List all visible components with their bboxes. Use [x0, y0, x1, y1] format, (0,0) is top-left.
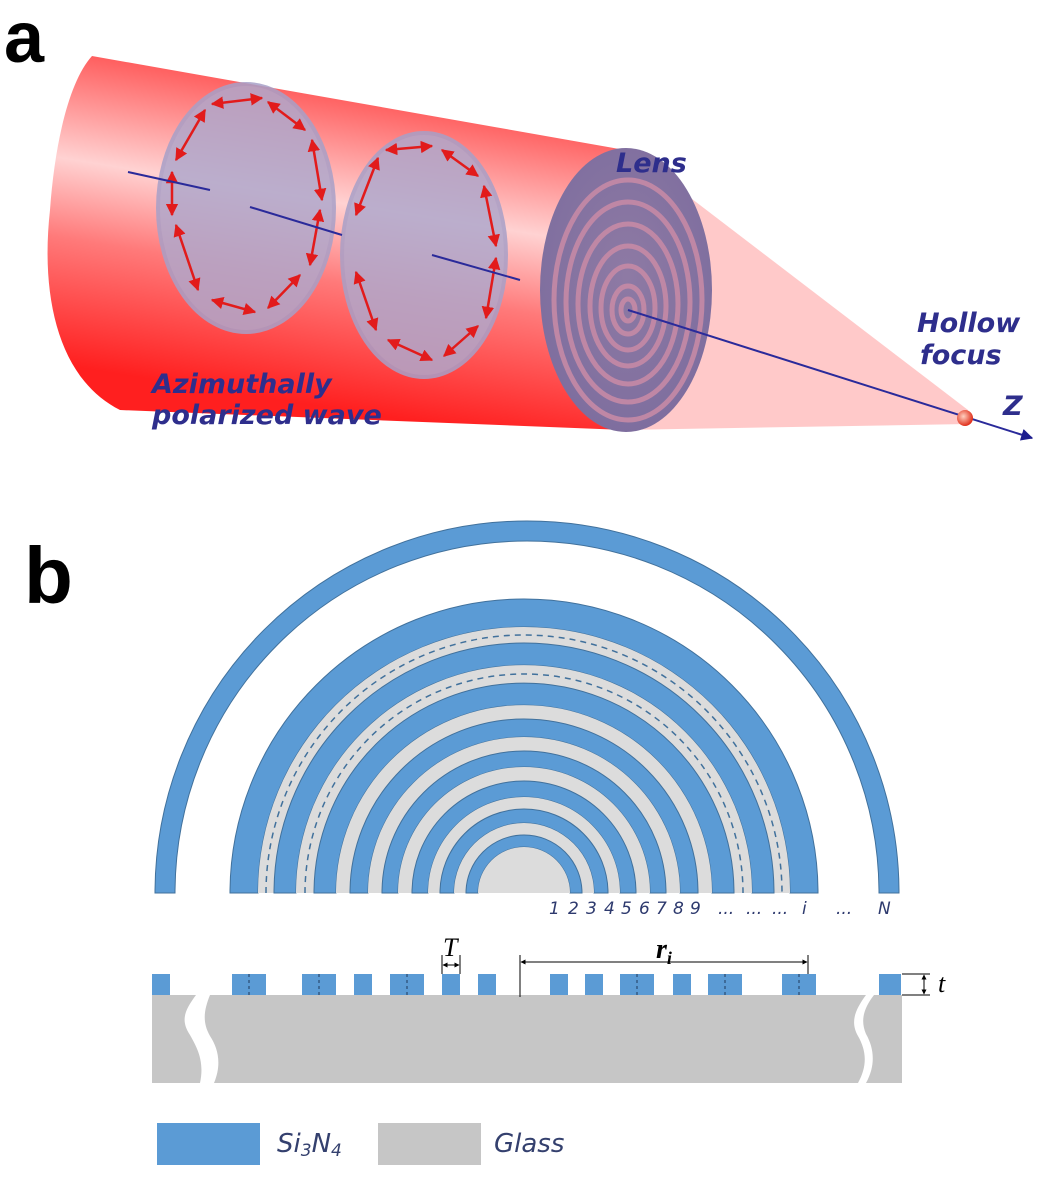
panel-a: a	[4, 0, 1034, 441]
zone-plate-rings	[154, 520, 900, 894]
ring-number: 2	[568, 899, 579, 919]
thickness-dimension	[902, 973, 930, 996]
glass-substrate-main	[204, 995, 866, 1083]
hollow-focus-point	[957, 410, 973, 426]
ring-number: 3	[586, 899, 597, 919]
ring-number: 1	[549, 899, 560, 919]
ring-number-ellipsis: ...	[718, 899, 734, 919]
hollow-focus-label-line1: Hollow	[917, 308, 1021, 339]
si3n4-ridges	[152, 974, 901, 995]
zone-center	[478, 847, 570, 893]
radius-dimension	[519, 955, 809, 997]
glass-substrate-left	[152, 995, 202, 1083]
lens	[540, 148, 712, 432]
period-label: T	[443, 933, 459, 962]
ring-number-i: i	[802, 899, 807, 919]
zone-ring-n	[154, 520, 900, 894]
legend-swatch-si3n4	[157, 1123, 260, 1165]
lens-zones	[551, 177, 705, 423]
zone-ring-10	[313, 682, 735, 894]
polarization-disk-1	[156, 82, 336, 334]
panel-b-letter: b	[24, 531, 73, 620]
legend-label-si3n4: Si3N4	[277, 1129, 342, 1161]
radius-label: ri	[656, 934, 672, 968]
ring-number: 9	[690, 899, 701, 919]
panel-a-letter: a	[4, 0, 45, 78]
ring-numbers: 1 2 3 4 5 6 7 8 9 ... ... ... i ... N	[549, 899, 891, 919]
wave-label-line2: polarized wave	[151, 400, 382, 431]
ring-number-n: N	[878, 899, 891, 919]
thickness-label: t	[938, 969, 946, 998]
ring-number: 4	[604, 899, 615, 919]
cross-section: T ri t	[152, 933, 946, 1083]
ring-number-ellipsis: ...	[836, 899, 852, 919]
zone-glass-6	[428, 797, 620, 893]
lens-label: Lens	[616, 148, 687, 179]
legend: Si3N4 Glass	[157, 1123, 564, 1165]
ring-number-ellipsis: ...	[772, 899, 788, 919]
polarization-disk-2	[340, 131, 508, 379]
ring-number-ellipsis: ...	[746, 899, 762, 919]
ring-number: 5	[621, 899, 632, 919]
panel-b: b	[24, 520, 946, 1165]
zone-ring-11	[273, 642, 775, 894]
legend-label-glass: Glass	[494, 1129, 564, 1159]
glass-substrate-right	[863, 995, 902, 1083]
z-axis-label: Z	[1002, 391, 1023, 422]
omitted-zone-marks	[265, 634, 783, 894]
polarization-arrows-2	[353, 140, 501, 362]
period-dimension	[441, 955, 461, 974]
wave-label-line1: Azimuthally	[150, 369, 333, 400]
ring-number: 8	[673, 899, 684, 919]
ring-number: 7	[656, 899, 667, 919]
hollow-focus-label-line2: focus	[920, 340, 1002, 371]
polarization-arrows-1	[165, 93, 327, 315]
focusing-cone	[620, 150, 968, 430]
legend-swatch-glass	[378, 1123, 481, 1165]
zone-glass-5	[454, 823, 594, 893]
ring-number: 6	[639, 899, 650, 919]
zone-glass-7	[398, 767, 650, 893]
